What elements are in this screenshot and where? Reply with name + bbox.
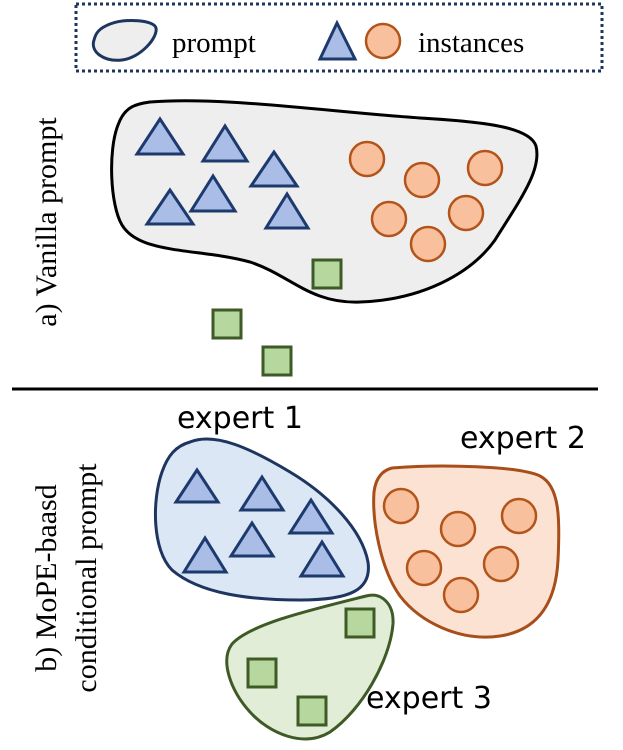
legend-prompt-icon xyxy=(91,19,158,62)
square-instance xyxy=(246,657,278,689)
square-instance xyxy=(344,607,376,639)
circle-instance xyxy=(500,497,538,535)
circle-instance xyxy=(370,200,408,238)
panel-a-label: a) Vanilla prompt xyxy=(30,117,63,327)
panel-a: a) Vanilla prompt xyxy=(30,99,539,377)
triangle-instance xyxy=(228,520,276,558)
circle-instance xyxy=(405,549,443,587)
triangle-instance xyxy=(173,467,221,504)
circle-instance xyxy=(439,510,477,548)
triangle-instance xyxy=(298,539,346,578)
expert-3-label: expert 3 xyxy=(366,681,492,716)
legend-prompt-label: prompt xyxy=(172,27,256,59)
expert-1-label: expert 1 xyxy=(177,401,303,436)
triangle-instance xyxy=(181,535,229,574)
circle-instance xyxy=(348,140,386,178)
triangle-instance xyxy=(263,191,311,230)
circle-instance xyxy=(409,225,447,263)
legend-circle-icon xyxy=(364,22,402,60)
square-instance xyxy=(261,345,293,377)
expert-2-label: expert 2 xyxy=(460,421,586,456)
triangle-instance xyxy=(144,187,196,226)
circle-instance xyxy=(403,161,441,199)
triangle-instance xyxy=(134,116,186,156)
circle-instance xyxy=(442,576,480,614)
circle-instance xyxy=(482,545,520,583)
panel-b: b) MoPE-baasd conditional prompt expert … xyxy=(30,401,586,741)
legend-triangle-icon xyxy=(317,19,358,61)
square-instance xyxy=(211,308,243,340)
legend: prompt instances xyxy=(74,2,604,73)
triangle-instance xyxy=(238,474,286,512)
circle-instance xyxy=(466,149,504,187)
panel-b-label-line1: b) MoPE-baasd xyxy=(30,484,63,671)
panel-b-label-line2: conditional prompt xyxy=(70,463,103,693)
square-instance xyxy=(311,258,343,290)
triangle-instance xyxy=(188,173,238,213)
triangle-instance xyxy=(287,497,335,535)
triangle-instance xyxy=(200,123,250,163)
triangle-instance xyxy=(248,149,300,188)
square-instance xyxy=(296,695,328,727)
circle-instance xyxy=(447,194,485,232)
legend-instances-label: instances xyxy=(418,27,524,59)
circle-instance xyxy=(382,487,420,525)
